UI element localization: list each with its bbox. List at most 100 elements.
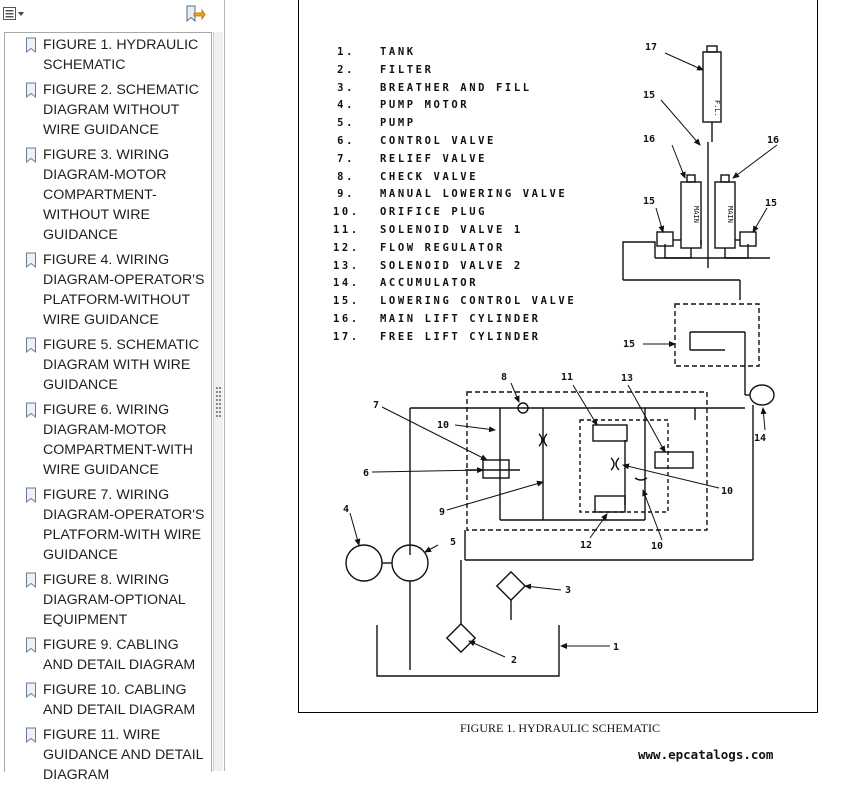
- bookmarks-panel: FIGURE 1. HYDRAULIC SCHEMATIC FIGURE 2. S…: [0, 0, 225, 783]
- expand-bookmark-icon[interactable]: [184, 4, 206, 24]
- callout-13: 13: [621, 373, 633, 384]
- bookmark-item[interactable]: FIGURE 7. WIRING DIAGRAM-OPERATOR'S PLAT…: [5, 485, 211, 565]
- bookmark-item[interactable]: FIGURE 3. WIRING DIAGRAM-MOTOR COMPARTME…: [5, 145, 211, 245]
- bookmark-item[interactable]: FIGURE 11. WIRE GUIDANCE AND DETAIL DIAG…: [5, 725, 211, 785]
- callout-10b: 10: [721, 486, 733, 497]
- legend-row: 3. BREATHER AND FILL: [333, 80, 633, 98]
- callout-11: 11: [561, 372, 573, 383]
- bookmark-item[interactable]: FIGURE 5. SCHEMATIC DIAGRAM WITH WIRE GU…: [5, 335, 211, 395]
- bookmark-icon: [26, 337, 36, 354]
- bookmark-icon: [26, 252, 36, 269]
- bookmark-icon: [26, 82, 36, 99]
- legend-text: MANUAL LOWERING VALVE: [380, 188, 568, 201]
- legend-row: 2.FILTER: [333, 62, 633, 80]
- bookmark-icon: [26, 727, 36, 744]
- legend-text: SOLENOID VALVE 2: [380, 259, 523, 272]
- bookmarks-toolbar: [0, 0, 224, 28]
- legend-number: 17.: [333, 330, 360, 343]
- legend-number: 12.: [333, 241, 360, 254]
- label-main-left: MAIN: [692, 206, 700, 223]
- panel-splitter[interactable]: [213, 32, 223, 771]
- legend-text: LOWERING CONTROL VALVE: [380, 295, 577, 308]
- legend-row: 15.LOWERING CONTROL VALVE: [333, 293, 633, 311]
- bookmark-label: FIGURE 7. WIRING DIAGRAM-OPERATOR'S PLAT…: [43, 487, 205, 563]
- legend-number: 9.: [337, 188, 355, 201]
- bookmark-item[interactable]: FIGURE 2. SCHEMATIC DIAGRAM WITHOUT WIRE…: [5, 80, 211, 140]
- bookmark-label: FIGURE 10. CABLING AND DETAIL DIAGRAM: [43, 682, 196, 718]
- legend-text: TANK: [380, 46, 416, 58]
- bookmark-item[interactable]: FIGURE 9. CABLING AND DETAIL DIAGRAM: [5, 635, 211, 675]
- label-main-right: MAIN: [726, 206, 734, 223]
- legend-text: ACCUMULATOR: [380, 277, 479, 290]
- bookmark-icon: [26, 37, 36, 54]
- legend-row: 7.RELIEF VALVE: [333, 151, 633, 169]
- callout-7: 7: [373, 400, 379, 411]
- legend-text: CHECK VALVE: [380, 170, 479, 183]
- callout-10a: 10: [437, 420, 449, 431]
- bookmark-icon: [26, 637, 36, 654]
- figure-caption: FIGURE 1. HYDRAULIC SCHEMATIC: [460, 721, 661, 735]
- legend-number: 6.: [337, 134, 355, 147]
- bookmark-label: FIGURE 2. SCHEMATIC DIAGRAM WITHOUT WIRE…: [43, 82, 199, 138]
- legend-number: 11.: [333, 223, 360, 236]
- legend-number: 3.: [337, 81, 355, 94]
- bookmark-label: FIGURE 8. WIRING DIAGRAM-OPTIONAL EQUIPM…: [43, 572, 186, 628]
- legend-text: PUMP MOTOR: [380, 99, 470, 112]
- legend-number: 16.: [333, 312, 360, 325]
- legend-row: 5.PUMP: [333, 115, 633, 133]
- legend-row: 6. CONTROL VALVE: [333, 133, 633, 151]
- legend-row: 17.FREE LIFT CYLINDER: [333, 329, 633, 347]
- bookmark-options-icon[interactable]: [2, 6, 26, 22]
- legend-number: 1.: [337, 46, 355, 58]
- legend-number: 4.: [337, 99, 355, 112]
- bookmark-label: FIGURE 1. HYDRAULIC SCHEMATIC: [43, 37, 199, 73]
- tank: [376, 625, 560, 677]
- bookmark-item[interactable]: FIGURE 1. HYDRAULIC SCHEMATIC: [5, 35, 211, 75]
- callout-15d: 15: [623, 339, 635, 350]
- bookmark-label: FIGURE 4. WIRING DIAGRAM-OPERATOR'S PLAT…: [43, 252, 205, 328]
- bookmark-icon: [26, 147, 36, 164]
- legend-row: 12.FLOW REGULATOR: [333, 240, 633, 258]
- bookmark-label: FIGURE 3. WIRING DIAGRAM-MOTOR COMPARTME…: [43, 147, 170, 243]
- callout-14: 14: [754, 433, 766, 444]
- bookmark-list: FIGURE 1. HYDRAULIC SCHEMATIC FIGURE 2. S…: [4, 32, 212, 783]
- bookmark-icon: [26, 402, 36, 419]
- bookmark-item[interactable]: FIGURE 10. CABLING AND DETAIL DIAGRAM: [5, 680, 211, 720]
- legend-row: 16. MAIN LIFT CYLINDER: [333, 311, 633, 329]
- label-free-lift: F.L.: [713, 100, 721, 117]
- hydraulic-schematic: F.L. MAIN MAIN 17 15 16 16 15 15 15 8 11…: [343, 42, 779, 677]
- bookmark-label: FIGURE 5. SCHEMATIC DIAGRAM WITH WIRE GU…: [43, 337, 199, 393]
- legend-number: 14.: [333, 277, 360, 290]
- legend-text: MAIN LIFT CYLINDER: [380, 312, 541, 325]
- page-border: [298, 0, 818, 713]
- legend-row: 11.SOLENOID VALVE 1: [333, 222, 633, 240]
- callout-12: 12: [580, 540, 592, 551]
- legend-number: 8.: [337, 170, 355, 183]
- callout-9: 9: [439, 507, 445, 518]
- legend-number: 7.: [337, 152, 355, 165]
- callout-5: 5: [450, 537, 456, 548]
- legend-text: PUMP: [380, 117, 416, 130]
- bookmark-label: FIGURE 9. CABLING AND DETAIL DIAGRAM: [43, 637, 196, 673]
- bookmark-item[interactable]: FIGURE 4. WIRING DIAGRAM-OPERATOR'S PLAT…: [5, 250, 211, 330]
- callout-16a: 16: [643, 134, 655, 145]
- legend-number: 10.: [333, 206, 360, 219]
- bookmark-icon: [26, 572, 36, 589]
- legend-text: FILTER: [380, 63, 434, 76]
- watermark-text: www.epcatalogs.com: [638, 747, 774, 762]
- legend-text: CONTROL VALVE: [380, 134, 496, 147]
- bookmark-icon: [26, 487, 36, 504]
- bookmark-item[interactable]: FIGURE 8. WIRING DIAGRAM-OPTIONAL EQUIPM…: [5, 570, 211, 630]
- legend-row: 1. TANK: [333, 44, 633, 62]
- legend-row: 4. PUMP MOTOR: [333, 97, 633, 115]
- legend-text: ORIFICE PLUG: [380, 206, 488, 219]
- callout-15b: 15: [643, 196, 655, 207]
- legend-text: BREATHER AND FILL: [380, 81, 532, 94]
- callout-6: 6: [363, 468, 369, 479]
- bookmark-item[interactable]: FIGURE 6. WIRING DIAGRAM-MOTOR COMPARTME…: [5, 400, 211, 480]
- callout-1: 1: [613, 642, 619, 653]
- callout-8: 8: [501, 372, 507, 383]
- legend-row: 10. ORIFICE PLUG: [333, 204, 633, 222]
